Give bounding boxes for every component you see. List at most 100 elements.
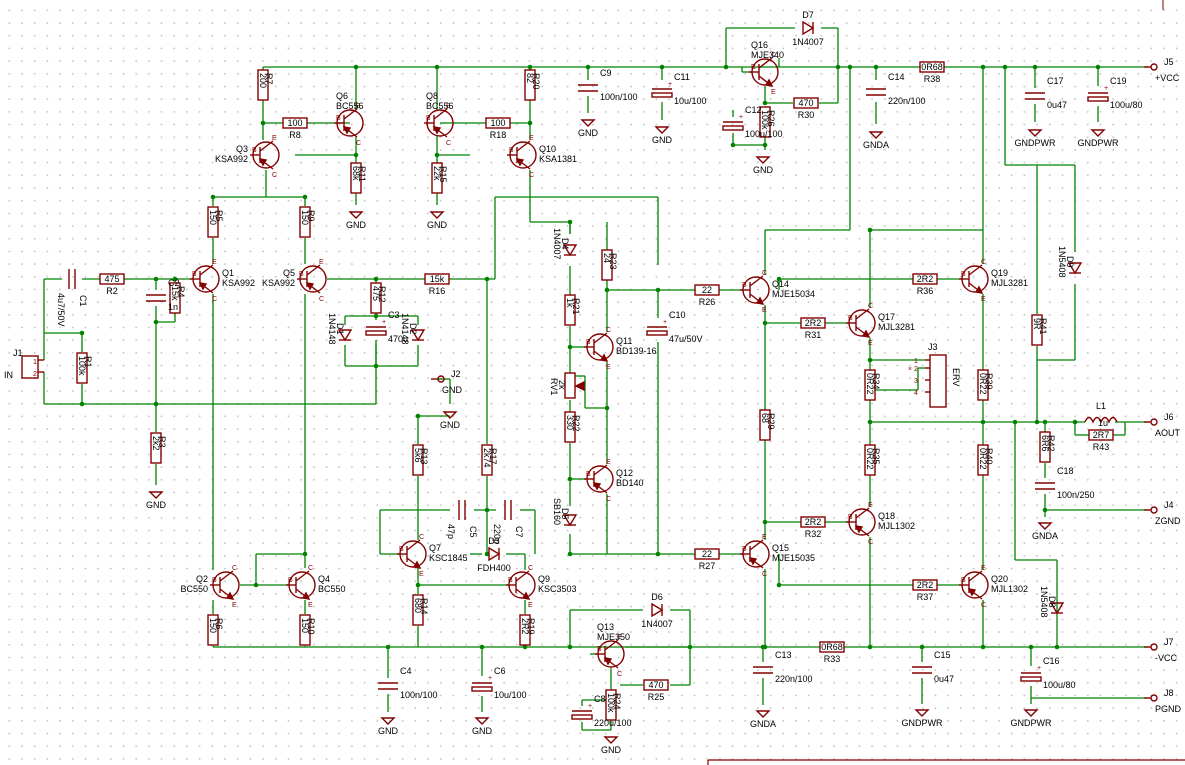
resistor-ref: R39	[984, 373, 994, 390]
junction-dot	[527, 120, 533, 126]
resistor-ref: R26	[699, 297, 716, 307]
junction-dot	[835, 64, 841, 70]
diode-body	[562, 244, 578, 257]
connector-ref: J5	[1164, 57, 1174, 67]
connector-label: +VCC	[1155, 73, 1180, 83]
resistor-body	[524, 69, 536, 101]
resistor-ref: R2	[106, 286, 118, 296]
trimmer-ref: RV1	[549, 378, 559, 395]
junction-dot	[776, 276, 782, 282]
pin-top: E	[762, 534, 767, 541]
resistor-value: 475	[104, 274, 119, 284]
transistor-ref: Q19	[991, 268, 1008, 278]
junction-dot	[260, 120, 266, 126]
emitter-arrow	[861, 329, 871, 338]
resistor-value: 100	[287, 118, 302, 128]
pin-top: E	[272, 135, 277, 142]
resistor-ref: R42	[1046, 435, 1056, 452]
emitter-arrow	[198, 282, 208, 291]
junction-dot	[604, 405, 610, 411]
resistor-body	[169, 282, 181, 314]
resistor-ref: R19	[526, 618, 536, 635]
resistor-body	[912, 273, 938, 285]
ground-symbol: GNDPWR	[1011, 709, 1052, 728]
transistor-ref: Q3	[236, 144, 248, 154]
transistor-ref: Q10	[539, 144, 556, 154]
resistor-ref: R40	[984, 448, 994, 465]
resistor-body	[76, 352, 88, 384]
capacitor-ref: C17	[1047, 76, 1064, 86]
capacitor-value: 100u/80	[1110, 100, 1143, 110]
diode-value: 1N4007	[792, 37, 824, 47]
diode-value: 1N4007	[552, 228, 562, 260]
resistor-value: 5k6	[413, 448, 423, 463]
ground-label: GND	[472, 726, 493, 736]
transistor-ref: Q16	[751, 40, 768, 50]
resistor-ref: R41	[1038, 318, 1048, 335]
emitter-arrow	[432, 126, 442, 135]
pin-b: B	[399, 546, 404, 553]
transistor-value: KSC3503	[538, 584, 577, 594]
pin-2: 2	[914, 366, 918, 373]
ground-icon	[429, 211, 445, 219]
junction-dot	[1042, 419, 1048, 425]
pin-bottom: C	[272, 172, 277, 179]
resistor-ref: R5	[214, 210, 224, 222]
capacitor-ref: C7	[514, 526, 524, 538]
emitter-arrow	[854, 525, 864, 534]
junction-dot	[79, 401, 85, 407]
ground-symbol: GNDPWR	[1078, 129, 1119, 148]
resistor-body	[150, 432, 162, 464]
pin-bottom: E	[981, 296, 986, 303]
pin-top: C	[981, 259, 986, 266]
resistor-value: 2R2	[805, 517, 822, 527]
junction-dot	[373, 313, 379, 319]
resistor-body	[257, 69, 269, 101]
pin-top: C	[771, 52, 776, 59]
ground-symbol: GNDA	[863, 131, 889, 150]
diode-ref: D4	[560, 238, 570, 250]
capacitor-ref: C9	[600, 68, 612, 78]
pin-top: E	[868, 502, 873, 509]
diode-d7: D7 1N4007	[792, 10, 824, 47]
emitter-arrow	[301, 591, 311, 600]
connector-pin	[1150, 694, 1158, 702]
junction-dot	[484, 507, 490, 513]
capacitor-ref: C4	[400, 666, 412, 676]
resistor-body	[864, 444, 876, 476]
capacitor-value: 220n/100	[775, 674, 813, 684]
resistor-body	[800, 516, 826, 528]
pin-top: E	[319, 259, 324, 266]
diode-body	[337, 329, 353, 342]
pin-bottom: E	[771, 89, 776, 96]
capacitor-value: 470u	[388, 334, 408, 344]
ground-label: GND	[427, 220, 448, 230]
ground-label: GND	[578, 128, 599, 138]
diode-ref: D7	[802, 10, 814, 20]
ground-label: GND	[346, 220, 367, 230]
transistor-ref: Q15	[772, 543, 789, 553]
diode-value: SB160	[552, 498, 562, 525]
pin-b: B	[192, 271, 197, 278]
resistor-ref: R4	[176, 286, 186, 298]
pin-b: B	[252, 147, 257, 154]
connector-label: AOUT	[1155, 428, 1181, 438]
